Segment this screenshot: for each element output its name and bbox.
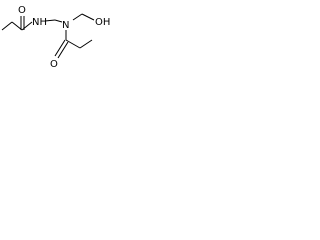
atom-oxygen-right: O <box>50 59 58 70</box>
bond-ch2-ch3-right <box>79 39 93 49</box>
structure-svg: O NH N OH O <box>1 5 110 70</box>
atom-n: N <box>62 20 69 31</box>
bond-ch3-ch2-left <box>1 21 13 31</box>
bond-ch2-carbonyl-left <box>11 21 23 31</box>
bond-carbonyl-ch2-right <box>65 39 81 49</box>
bonds <box>1 13 95 59</box>
bond-ch2-oh <box>81 13 95 21</box>
atom-oxygen-left: O <box>18 5 26 16</box>
bond-carbonyl-nh <box>21 21 33 31</box>
structure-diagram: O NH N OH O <box>0 0 121 74</box>
bond-carbonyl-oxygen-right-a <box>54 39 66 57</box>
bond-n-ch2oh <box>72 13 83 21</box>
atom-labels: O NH N OH O <box>18 5 110 70</box>
bond-nh-methylene <box>44 19 56 22</box>
bond-carbonyl-oxygen-right-b <box>57 41 69 59</box>
atom-nh: NH <box>32 17 47 28</box>
bond-methylene-n <box>54 19 63 23</box>
atom-hydroxyl: OH <box>95 17 110 28</box>
